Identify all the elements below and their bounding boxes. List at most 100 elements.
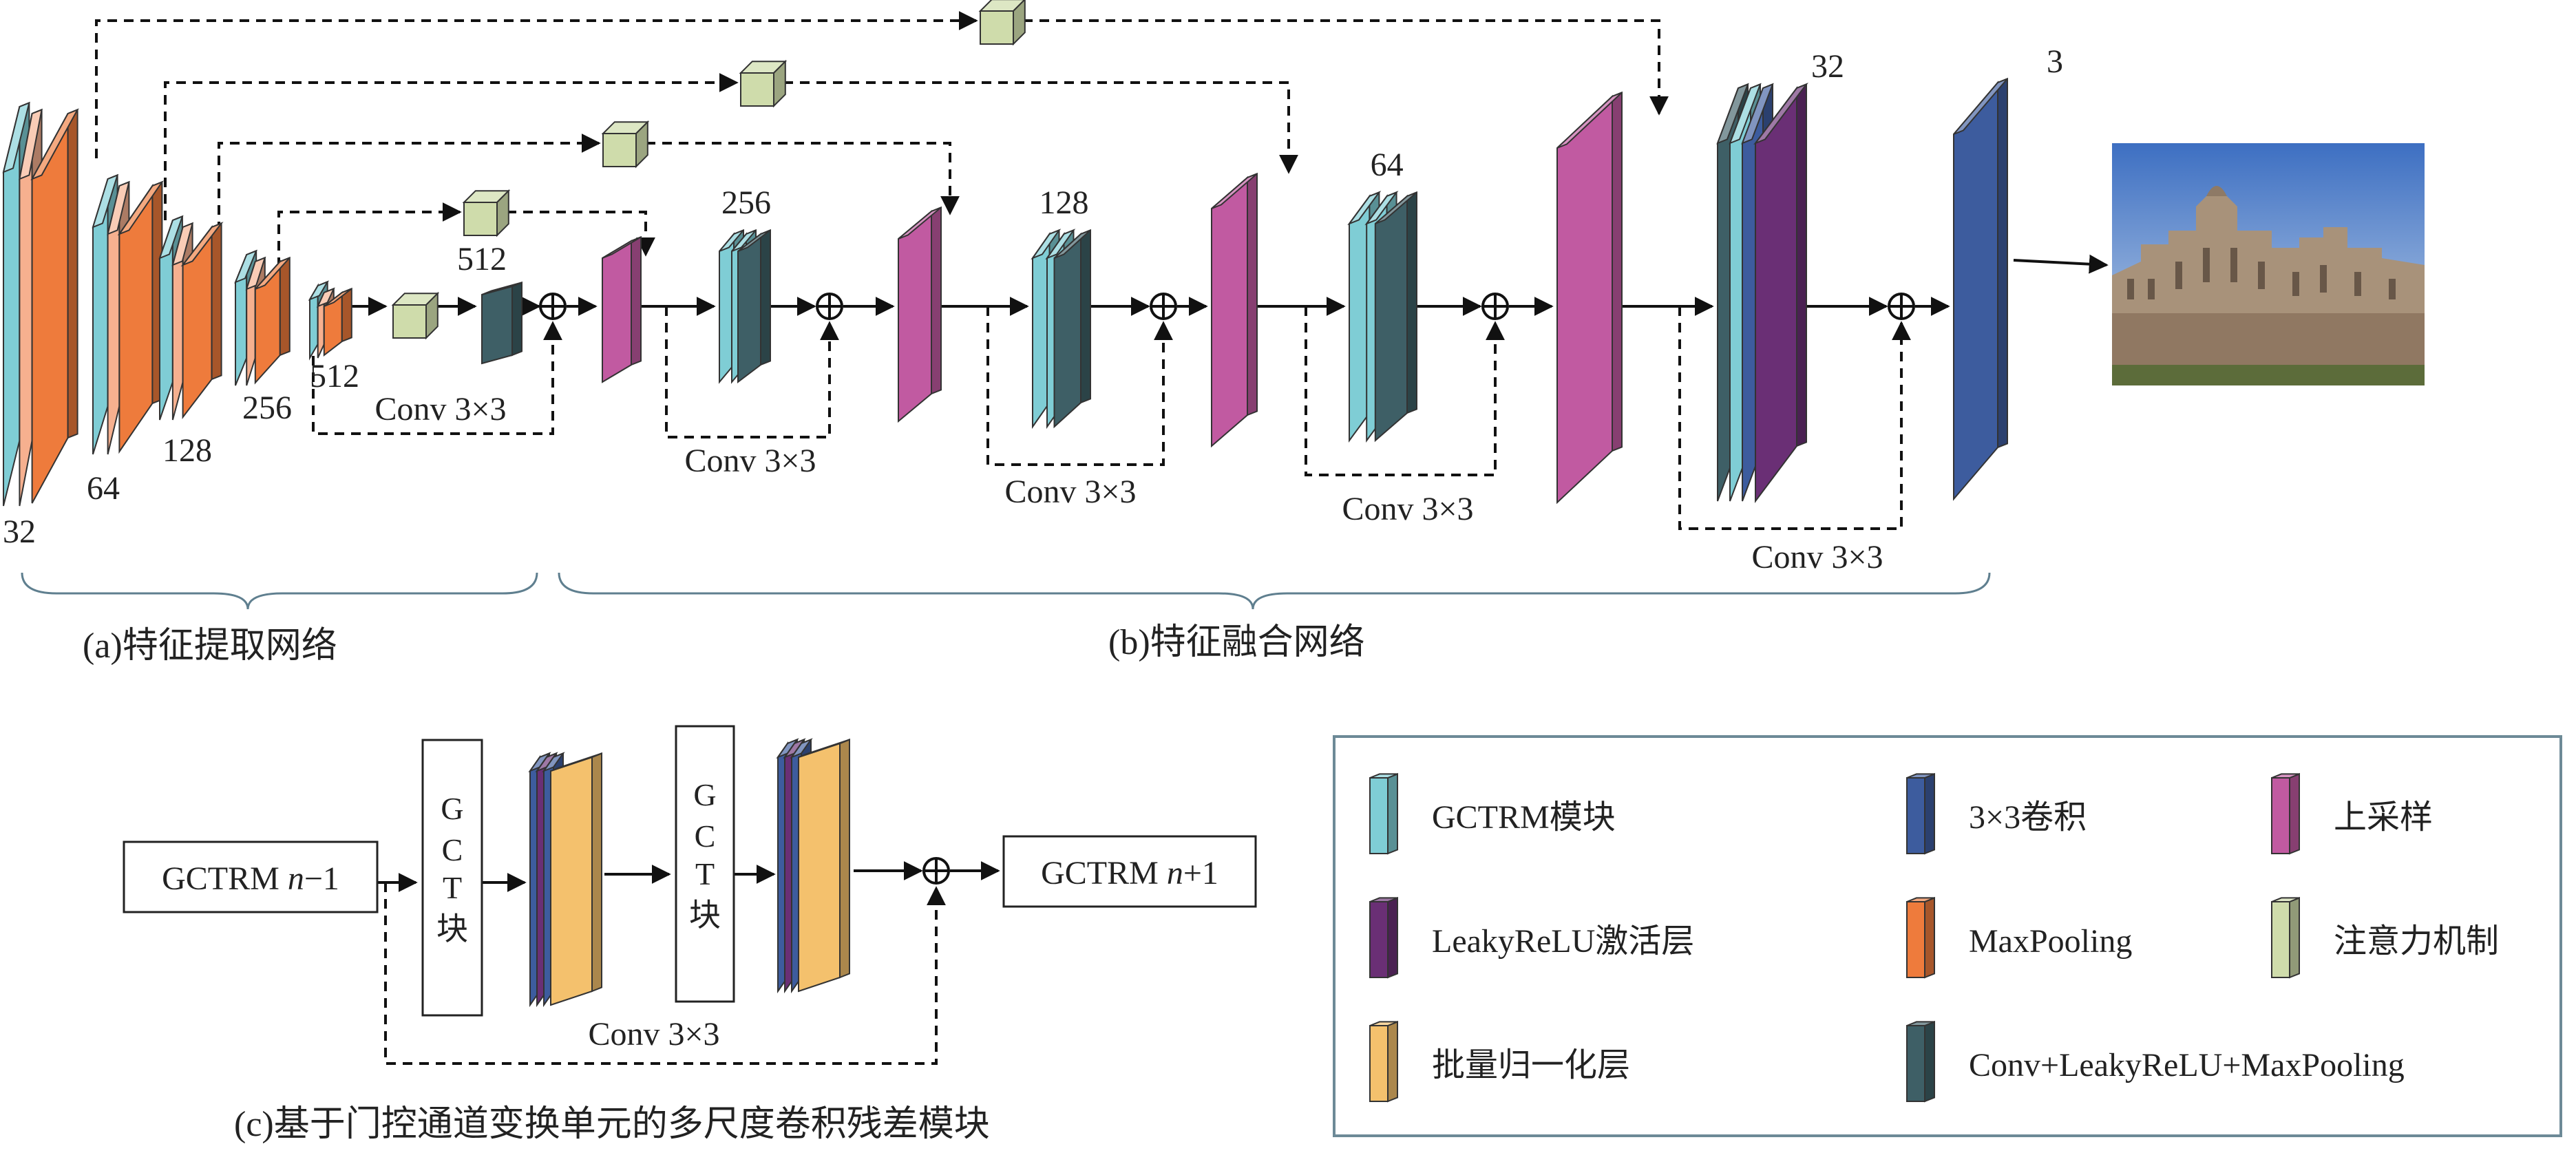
caption-a: (a)特征提取网络 — [83, 626, 337, 666]
cuboid-icon — [2271, 896, 2300, 979]
maxpool-slab — [117, 180, 165, 454]
connection-lines — [95, 11, 2109, 1065]
residual-loop-module-c — [384, 882, 946, 1065]
legend-swatch — [1906, 1020, 1935, 1103]
bn-slab — [550, 752, 602, 1006]
gct-block-1-c: C — [442, 832, 463, 867]
gct-block-2-c: C — [695, 818, 716, 854]
legend-swatch — [1369, 896, 1398, 979]
conv-slab — [737, 229, 771, 384]
caption-c: (c)基于门控通道变换单元的多尺度卷积残差模块 — [234, 1105, 990, 1144]
legend-label-4: LeakyReLU激活层 — [1432, 923, 1694, 960]
module-c: GCTRM n−1 G C T 块 G C T 块 GCTRM n+1 Conv… — [123, 725, 1257, 1144]
gctrm-output-box — [1002, 835, 1257, 908]
conv-slab — [1053, 229, 1091, 429]
legend-label-5: MaxPooling — [1969, 923, 2132, 960]
legend-swatch — [1369, 772, 1398, 855]
arrow-to-output — [2013, 254, 2109, 274]
encoder-stage-256 — [234, 249, 291, 386]
channel-label-256: 256 — [721, 184, 771, 221]
residual-stack-2 — [776, 738, 850, 994]
conv-slab — [1374, 191, 1417, 443]
gct-block-2-t: T — [695, 856, 715, 891]
attention-cube-skip-4 — [462, 189, 511, 237]
gct-block-1-t: T — [443, 870, 462, 905]
attention-cube-bottleneck — [391, 291, 440, 340]
module-c-conv-label: Conv 3×3 — [588, 1016, 719, 1052]
legend-frame — [1333, 735, 2562, 1137]
plus-node-5 — [1888, 293, 1915, 320]
gct-block-2-g: G — [693, 777, 716, 812]
upsample-block-1 — [602, 235, 642, 383]
conv-block-bottleneck — [481, 281, 522, 365]
maxpool-slab — [30, 108, 79, 504]
conv-block-256 — [719, 229, 771, 384]
residual-stack-1 — [528, 752, 602, 1008]
conv-label-5: Conv 3×3 — [1751, 539, 1883, 575]
encoder-stage-64 — [92, 173, 165, 455]
network-blocks — [2, 0, 2008, 1008]
conv-block-32 — [1716, 83, 1808, 503]
channel-label-64: 64 — [1371, 147, 1404, 183]
upsample-block-3 — [1211, 172, 1258, 448]
legend-label-3: 上采样 — [2334, 799, 2433, 836]
legend-item-2: 3×3卷积 — [1906, 772, 2087, 855]
brace-b — [558, 572, 1991, 610]
upsample-block-4 — [1556, 91, 1623, 505]
cuboid-icon — [1906, 772, 1935, 855]
channel-label-128: 128 — [1039, 184, 1089, 221]
cuboid-icon — [1906, 896, 1935, 979]
channel-label-32: 32 — [1811, 48, 1844, 85]
conv-label-4: Conv 3×3 — [1342, 491, 1473, 527]
skip-line-out-1 — [1023, 19, 1669, 116]
conv-block-128 — [1031, 229, 1091, 430]
gct-block-1 — [421, 739, 483, 1017]
plus-node-module-c — [922, 857, 950, 885]
skip-line-out-4 — [507, 211, 655, 257]
legend-swatch — [2271, 772, 2300, 855]
legend-item-3: 上采样 — [2271, 772, 2433, 855]
skip-line-1 — [95, 11, 978, 158]
residual-loop-4 — [1305, 306, 1505, 476]
legend-item-8: Conv+LeakyReLU+MaxPooling — [1906, 1020, 2405, 1103]
conv-block-64 — [1347, 191, 1417, 443]
legend-label-1: GCTRM模块 — [1432, 799, 1616, 836]
channel-label-64: 64 — [87, 470, 120, 507]
legend-item-4: LeakyReLU激活层 — [1369, 896, 1694, 979]
cuboid-icon — [2271, 772, 2300, 855]
plus-node-2 — [816, 293, 843, 320]
bn-slab — [798, 738, 850, 993]
legend: GCTRM模块 3×3卷积 上采样 LeakyReLU激活层 MaxPooling 注意力… — [1333, 735, 2562, 1137]
channel-label-256: 256 — [242, 390, 292, 426]
gctrm-input-box — [123, 840, 379, 913]
skip-line-4 — [277, 202, 462, 350]
skip-line-out-2 — [783, 81, 1298, 174]
gctrm-output-label: GCTRM n+1 — [1041, 855, 1218, 891]
leaky-slab — [1753, 83, 1808, 503]
legend-label-7: 批量归一化层 — [1432, 1047, 1630, 1083]
residual-loop-3 — [986, 306, 1173, 466]
attention-channel-label: 512 — [457, 241, 507, 277]
gct-block-1-g: G — [441, 791, 463, 826]
gctrm-input-label: GCTRM n−1 — [162, 860, 339, 897]
legend-label-6: 注意力机制 — [2334, 923, 2499, 960]
legend-label-8: Conv+LeakyReLU+MaxPooling — [1969, 1047, 2405, 1083]
plus-node-3 — [1150, 293, 1177, 320]
maxpool-slab — [254, 256, 291, 385]
residual-loop-2 — [665, 306, 839, 438]
channel-label-512: 512 — [310, 358, 359, 394]
encoder-stage-512 — [308, 280, 352, 361]
plus-node-1 — [539, 293, 567, 320]
skip-line-out-3 — [646, 142, 960, 215]
legend-swatch — [1906, 772, 1935, 855]
channel-label-128: 128 — [162, 432, 212, 469]
conv-label-3: Conv 3×3 — [1004, 474, 1136, 510]
skip-line-3 — [218, 134, 601, 281]
cuboid-icon — [1369, 772, 1398, 855]
cuboid-icon — [1906, 1020, 1935, 1103]
legend-swatch — [1906, 896, 1935, 979]
conv-label-2: Conv 3×3 — [684, 443, 816, 479]
